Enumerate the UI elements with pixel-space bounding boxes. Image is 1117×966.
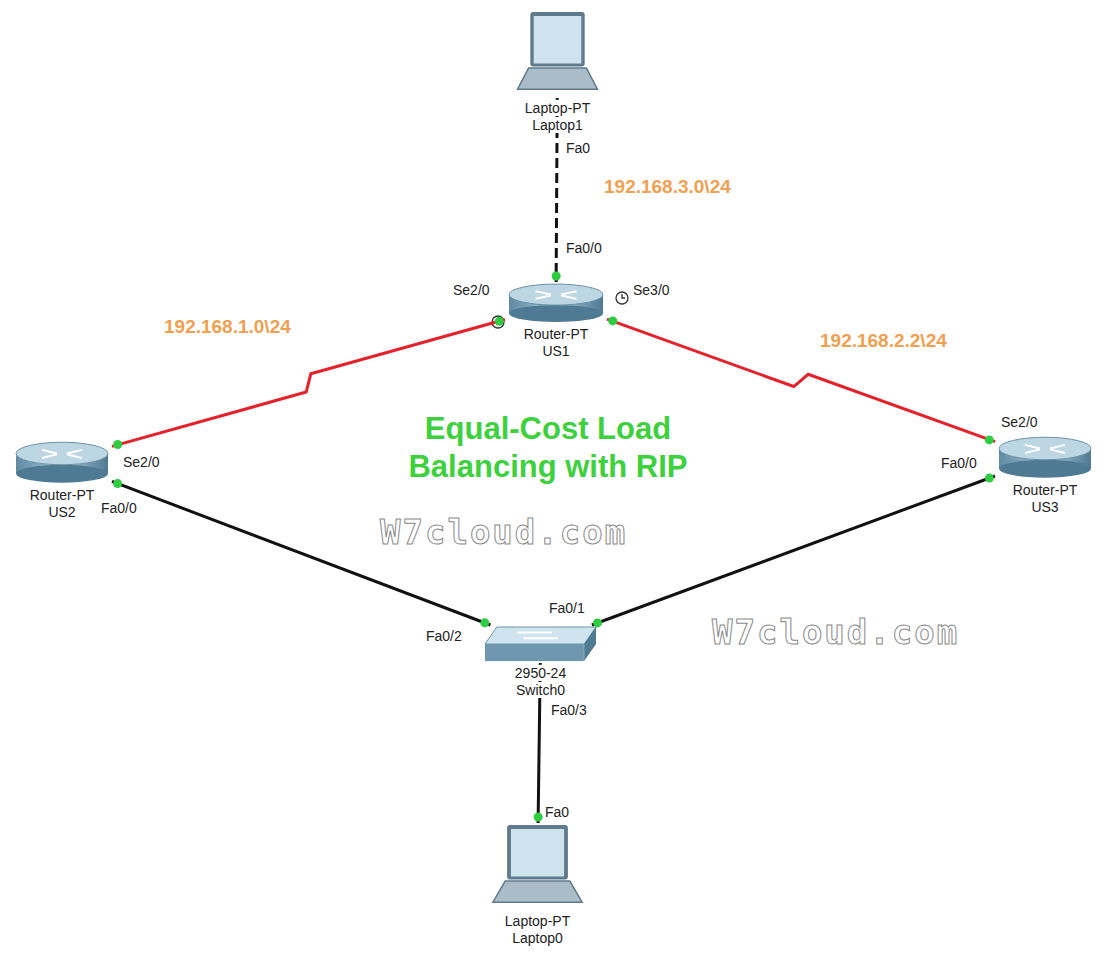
- device-model: Router-PT: [28, 487, 97, 503]
- interface-label: Fa0: [565, 140, 591, 156]
- laptop-device: Laptop-PTLaptop1: [515, 10, 600, 98]
- network-address: 192.168.2.2\24: [818, 330, 949, 352]
- router-device: Router-PTUS3: [995, 435, 1095, 480]
- device-model: 2950-24: [513, 665, 568, 681]
- device-name: Switch0: [514, 682, 567, 698]
- device-model: Laptop-PT: [503, 913, 572, 929]
- interface-label: Fa0/0: [565, 240, 603, 256]
- link-light: [113, 440, 122, 449]
- link-light: [985, 435, 994, 444]
- device-name: Laptop0: [510, 930, 565, 946]
- interface-label: Fa0: [544, 804, 570, 820]
- interface-label: Se3/0: [632, 282, 671, 298]
- watermark: W7cloud.com: [712, 612, 959, 652]
- watermark: W7cloud.com: [380, 512, 627, 552]
- ethernet-link: [592, 474, 995, 628]
- router-icon: [12, 440, 112, 485]
- switch-device: 2950-24Switch0: [483, 625, 598, 663]
- device-model: Router-PT: [522, 326, 591, 342]
- interface-label: Se2/0: [452, 282, 491, 298]
- interface-label: Fa0/2: [425, 628, 463, 644]
- link-light: [534, 813, 543, 822]
- link-light: [113, 479, 122, 488]
- ethernet-link: [112, 479, 490, 627]
- router-icon: [505, 282, 607, 324]
- device-name: US3: [1029, 499, 1060, 515]
- link-line: [112, 481, 490, 625]
- link-light: [985, 474, 994, 483]
- link-line: [592, 476, 995, 625]
- router-device: Router-PTUS1: [505, 282, 607, 324]
- router-device: Router-PTUS2: [12, 440, 112, 485]
- laptop-device: Laptop-PTLaptop0: [490, 823, 585, 911]
- link-light: [593, 618, 602, 627]
- device-model: Router-PT: [1011, 482, 1080, 498]
- device-name: US2: [46, 504, 77, 520]
- interface-label: Se2/0: [1000, 414, 1039, 430]
- network-address: 192.168.3.0\24: [602, 176, 733, 198]
- device-name: Laptop1: [530, 117, 585, 133]
- laptop-icon: [490, 823, 585, 911]
- switch-icon: [483, 625, 598, 663]
- link-light: [480, 618, 489, 627]
- interface-label: Fa0/0: [940, 455, 978, 471]
- router-icon: [995, 435, 1095, 480]
- link-light: [495, 317, 504, 326]
- interface-label: Fa0/0: [100, 500, 138, 516]
- device-model: Laptop-PT: [523, 100, 592, 116]
- network-address: 192.168.1.0\24: [162, 316, 293, 338]
- link-light: [552, 272, 561, 281]
- device-name: US1: [540, 343, 571, 359]
- link-light: [608, 316, 617, 325]
- interface-label: Fa0/1: [548, 600, 586, 616]
- interface-label: Fa0/3: [550, 702, 588, 718]
- diagram-title: Equal-Cost Load Balancing with RIP: [378, 410, 718, 486]
- laptop-icon: [515, 10, 600, 98]
- interface-label: Se2/0: [122, 454, 161, 470]
